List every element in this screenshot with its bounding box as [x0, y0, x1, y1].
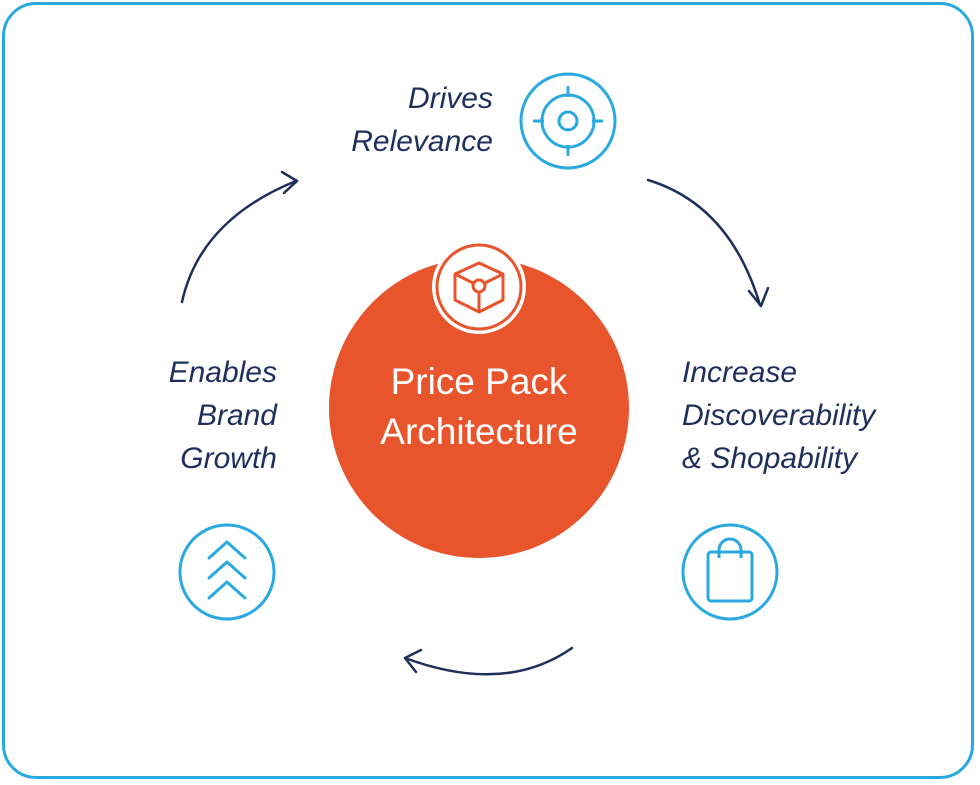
stage-left-line3: Growth [180, 442, 277, 475]
stage-top-line1: Drives [407, 82, 493, 115]
center-title: Price Pack Architecture [330, 357, 628, 457]
stage-right-line3: & Shopability [682, 442, 858, 475]
center-circle [329, 258, 629, 558]
stage-right-line2: Discoverability [682, 399, 876, 432]
arrow-top-right [646, 178, 770, 308]
stage-label-right: Increase Discoverability & Shopability [682, 351, 942, 480]
stage-right-line1: Increase [682, 356, 798, 389]
arrow-bottom [403, 646, 574, 676]
stage-left-line1: Enables [168, 356, 277, 389]
shopping-bag-icon [681, 523, 779, 621]
center-title-line2: Architecture [380, 411, 578, 452]
chevrons-up-icon [178, 523, 276, 621]
arrow-top-left [180, 170, 299, 304]
stage-left-line2: Brand [196, 399, 277, 432]
stage-label-left: Enables Brand Growth [100, 351, 277, 480]
stage-label-top: Drives Relevance [300, 77, 493, 163]
target-icon [519, 72, 617, 170]
cube-icon [432, 240, 526, 334]
center-title-line1: Price Pack [390, 361, 568, 402]
stage-top-line2: Relevance [351, 125, 493, 158]
